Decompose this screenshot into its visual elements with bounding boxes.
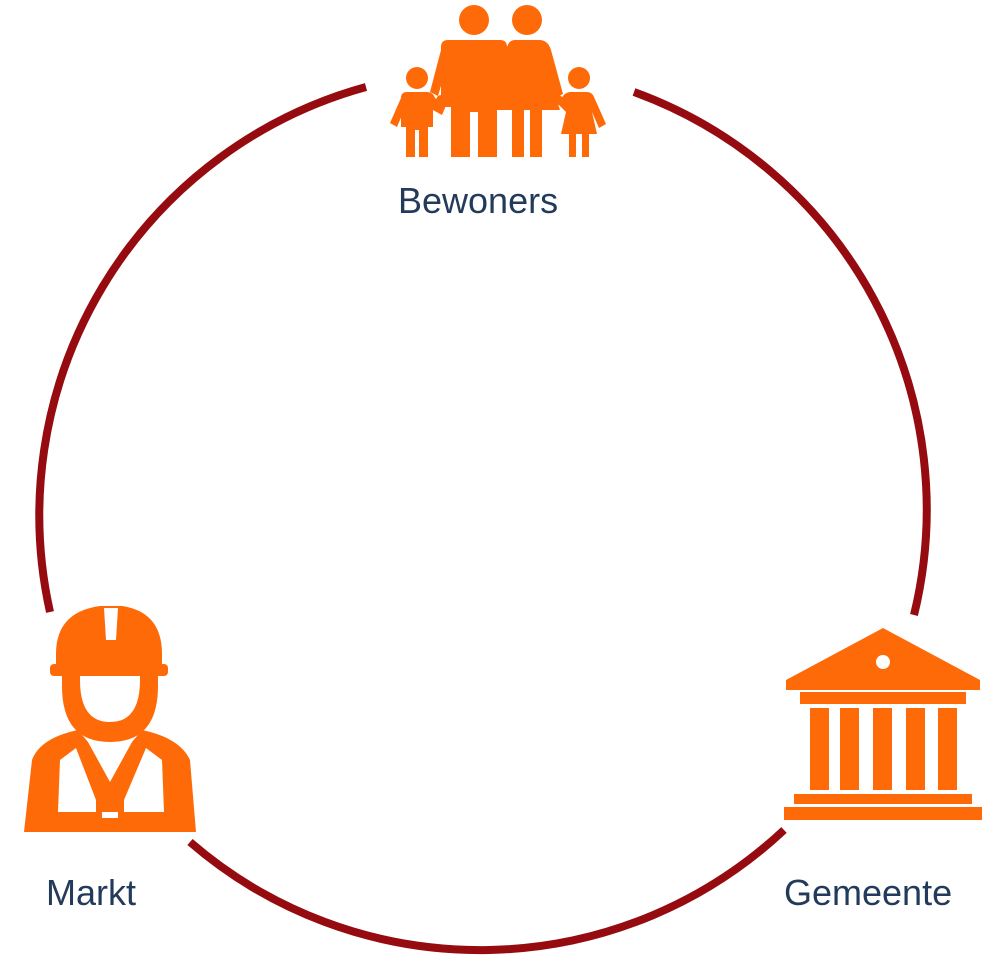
column-3 xyxy=(873,708,892,790)
column-4 xyxy=(906,708,925,790)
ring-arc-bewoners-gemeente xyxy=(632,88,931,616)
building-step-upper xyxy=(794,794,972,804)
bewoners-label: Bewoners xyxy=(398,180,559,221)
boy-head xyxy=(406,67,428,89)
worker-head xyxy=(62,676,158,742)
column-1 xyxy=(810,708,829,790)
markt-label: Markt xyxy=(46,872,136,913)
girl-head xyxy=(568,67,590,89)
father-head xyxy=(459,5,489,35)
ring-arc-bewoners-markt xyxy=(35,83,368,613)
government-building-icon xyxy=(784,628,982,820)
building-entablature xyxy=(800,692,966,704)
ring-arc-markt-gemeente xyxy=(187,827,787,955)
father-body xyxy=(441,40,507,157)
gemeente-label: Gemeente xyxy=(784,872,953,913)
hands-center xyxy=(495,97,505,107)
construction-worker-icon xyxy=(24,606,196,832)
vest-pocket xyxy=(102,812,118,818)
vest-gap-right xyxy=(124,748,164,812)
cycle-ring xyxy=(35,83,931,955)
mother-head xyxy=(512,5,542,35)
boy-arm xyxy=(390,98,405,127)
boy-body xyxy=(401,92,450,157)
roof-window xyxy=(876,655,890,669)
mother-body xyxy=(494,40,563,157)
column-5 xyxy=(938,708,957,790)
hard-hat-ridge xyxy=(104,608,118,640)
column-2 xyxy=(840,708,859,790)
hands-right xyxy=(553,95,563,105)
father-arm xyxy=(430,50,449,96)
hands-left xyxy=(436,95,446,105)
vest-gap-left xyxy=(58,748,96,812)
girl-body xyxy=(558,92,606,157)
building-step-lower xyxy=(784,807,982,820)
hard-hat-brim xyxy=(50,664,168,676)
family-icon xyxy=(390,5,606,157)
